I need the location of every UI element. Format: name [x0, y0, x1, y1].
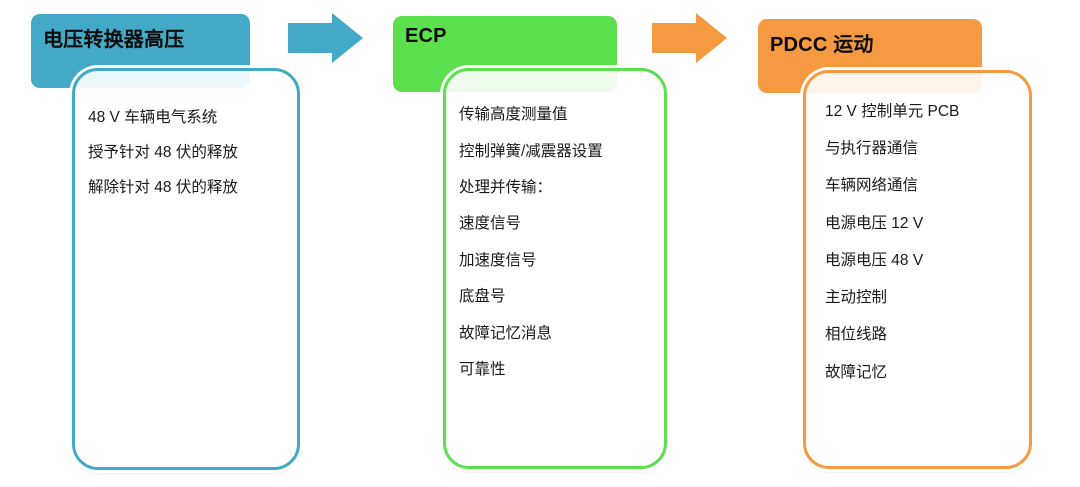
stage-item: 授予针对 48 伏的释放 [88, 143, 238, 161]
stage-body-pdcc: 12 V 控制单元 PCB 与执行器通信 车辆网络通信 电源电压 12 V 电源… [803, 70, 1032, 469]
stage-item: 12 V 控制单元 PCB [825, 102, 960, 120]
stage-item: 速度信号 [459, 215, 522, 233]
stage-item: 底盘号 [459, 288, 506, 306]
stage-item: 48 V 车辆电气系统 [88, 108, 218, 126]
stage-body-voltage-converter: 48 V 车辆电气系统 授予针对 48 伏的释放 解除针对 48 伏的释放 [72, 68, 300, 470]
stage-title: PDCC 运动 [770, 34, 874, 56]
stage-title: 电压转换器高压 [43, 29, 185, 51]
stage-item: 控制弹簧/减震器设置 [459, 142, 603, 160]
stage-item: 故障记忆 [825, 363, 888, 381]
stage-item: 与执行器通信 [825, 139, 919, 157]
stage-item: 相位线路 [825, 326, 888, 344]
stage-item: 传输高度测量值 [459, 106, 568, 124]
arrow-right-shape [288, 13, 363, 63]
stage-body-ecp: 传输高度测量值 控制弹簧/减震器设置 处理并传输： 速度信号 加速度信号 底盘号… [443, 68, 667, 469]
stage-item: 电源电压 48 V [825, 251, 924, 269]
stage-item: 可靠性 [459, 360, 506, 378]
stage-item: 处理并传输： [459, 178, 553, 196]
stage-item: 主动控制 [825, 289, 888, 307]
stage-item-list: 48 V 车辆电气系统 授予针对 48 伏的释放 解除针对 48 伏的释放 [75, 71, 297, 203]
stage-item: 加速度信号 [459, 251, 537, 269]
stage-item: 电源电压 12 V [825, 214, 924, 232]
arrow-right-shape [652, 13, 727, 63]
stage-item: 解除针对 48 伏的释放 [88, 178, 238, 196]
arrow-right-icon [652, 13, 727, 63]
stage-item: 车辆网络通信 [825, 177, 919, 195]
stage-title: ECP [405, 25, 447, 47]
stage-item-list: 传输高度测量值 控制弹簧/减震器设置 处理并传输： 速度信号 加速度信号 底盘号… [446, 71, 664, 386]
stage-item: 故障记忆消息 [459, 324, 553, 342]
stage-item-list: 12 V 控制单元 PCB 与执行器通信 车辆网络通信 电源电压 12 V 电源… [806, 73, 1029, 389]
arrow-right-icon [288, 13, 363, 63]
